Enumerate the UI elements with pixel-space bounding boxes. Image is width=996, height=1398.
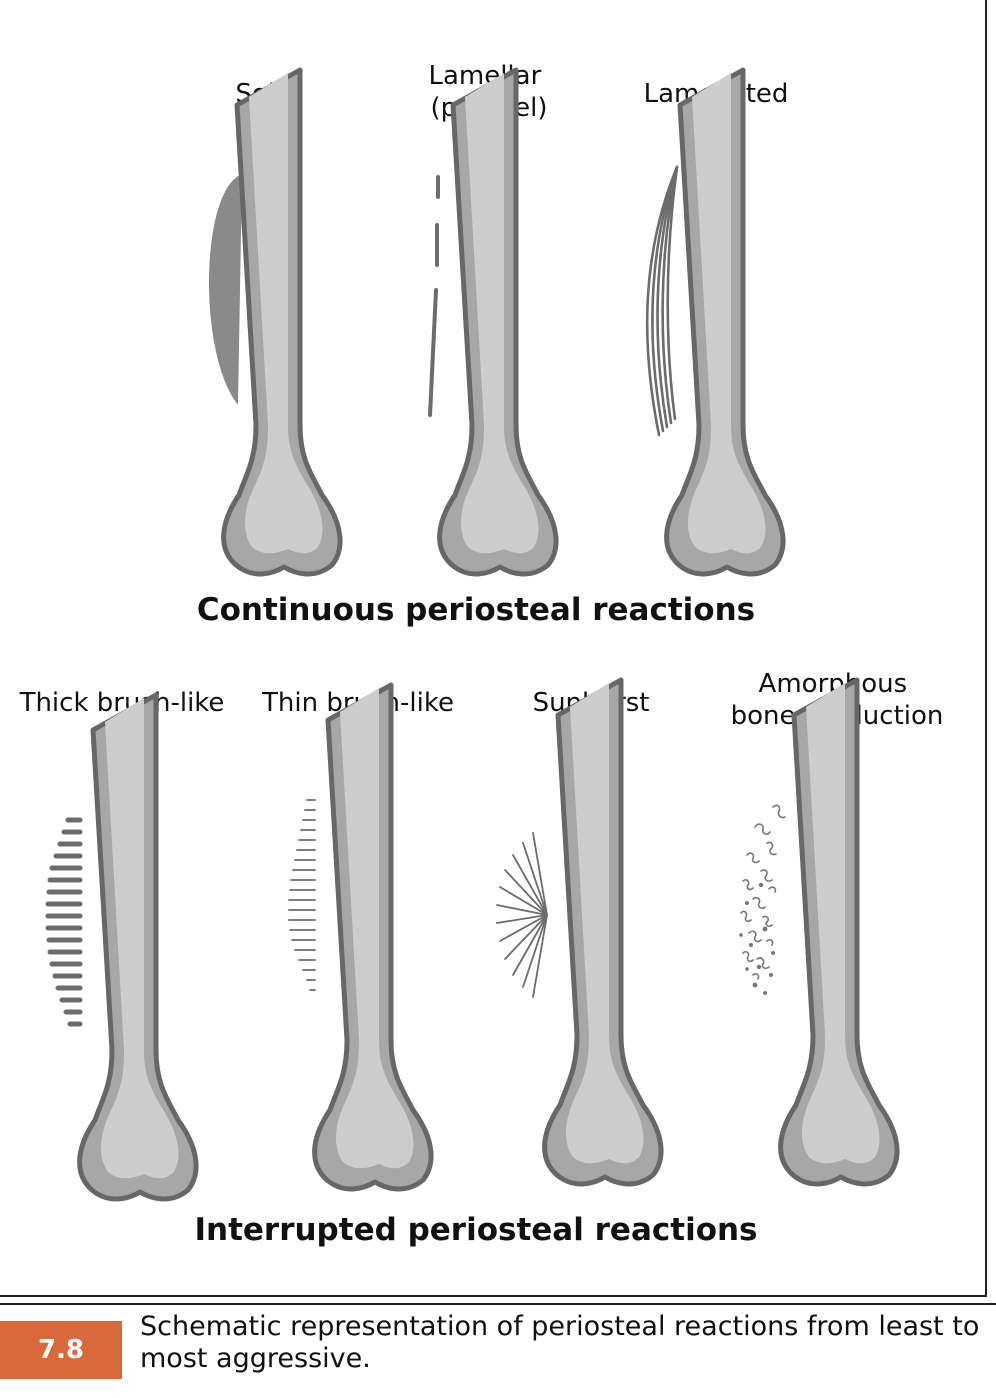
caption-text: Schematic representation of periosteal r… xyxy=(140,1311,980,1374)
amorphous-bone-fragments xyxy=(739,804,786,995)
sunburst-spicules xyxy=(496,832,548,998)
bone-sunburst xyxy=(496,680,661,1184)
parallel-lamella-segments xyxy=(428,175,440,417)
bone-amorphous xyxy=(739,680,897,1184)
figure-number-badge: 7.8 xyxy=(0,1321,122,1379)
bone-solid xyxy=(208,70,340,574)
figure-frame xyxy=(0,0,987,1297)
bone-thick-brush-like xyxy=(45,695,196,1199)
solid-periosteal-layer xyxy=(208,175,242,405)
label-amorphous-bone-production: Amorphous bone production xyxy=(731,669,944,731)
bone-lamellated xyxy=(645,70,783,574)
section-title-continuous: Continuous periosteal reactions xyxy=(197,592,755,628)
figure-caption: 7.8 Schematic representation of perioste… xyxy=(0,1303,996,1398)
thin-brush-bristles xyxy=(288,799,316,991)
bone-lamellar-parallel xyxy=(428,70,556,574)
thick-brush-bristles xyxy=(45,817,83,1027)
bone-thin-brush-like xyxy=(288,685,431,1189)
caption-divider xyxy=(0,1303,996,1305)
onion-skin-layers xyxy=(645,165,679,437)
section-title-interrupted: Interrupted periosteal reactions xyxy=(194,1212,757,1248)
